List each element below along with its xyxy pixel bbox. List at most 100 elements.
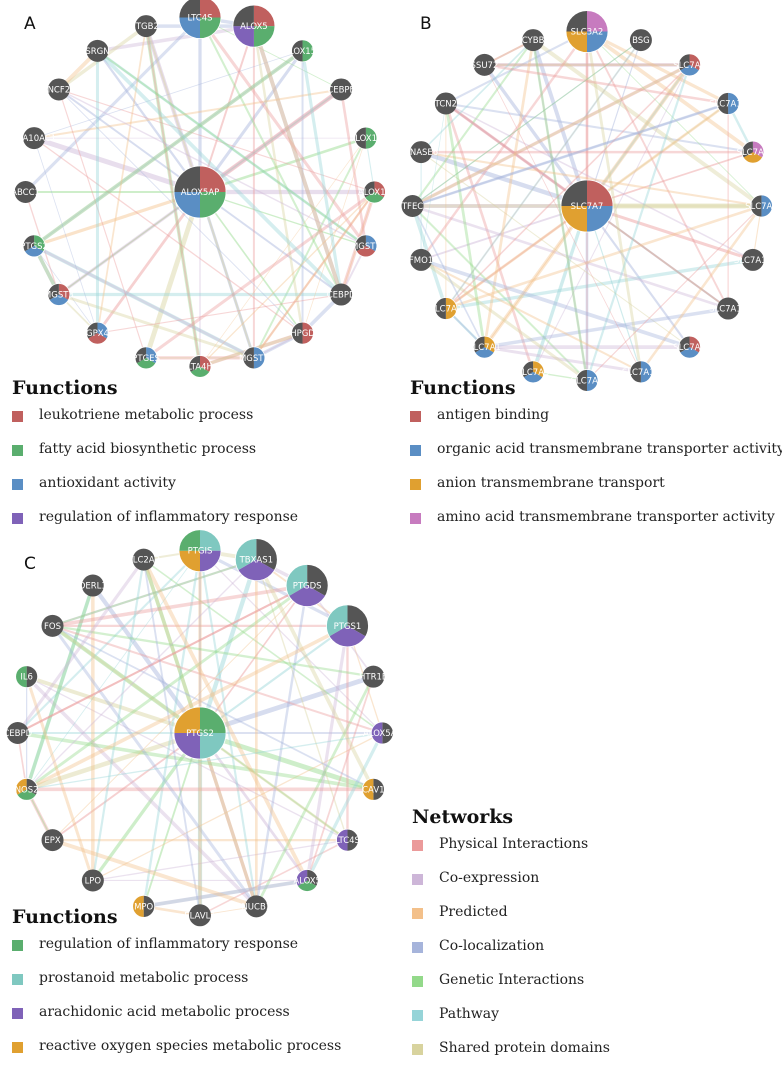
node[interactable]: ALOX5 [232, 4, 276, 48]
legend-label: arachidonic acid metabolic process [39, 1004, 290, 1020]
node[interactable]: ABCC1 [11, 181, 40, 203]
edge [96, 25, 147, 334]
node[interactable]: MGST1 [239, 346, 269, 370]
node[interactable]: SLC7A6 [745, 194, 778, 218]
node[interactable]: SLC7A5 [673, 335, 706, 359]
node[interactable]: TCN2 [434, 92, 457, 115]
legend-swatch [12, 411, 23, 422]
edge [585, 31, 643, 373]
node-slice [179, 529, 200, 551]
node-label: SLC2A3 [127, 556, 160, 566]
node[interactable]: SLC7A2 [430, 297, 463, 320]
node[interactable]: NCF2 [48, 78, 71, 101]
node[interactable]: SLC7A1 [468, 335, 501, 359]
node[interactable]: LTC4S [335, 828, 360, 852]
edge [52, 585, 308, 841]
node[interactable]: MPO [132, 894, 156, 918]
node[interactable]: PTGS2 [20, 234, 48, 258]
node[interactable]: SLC7A13 [734, 248, 772, 271]
node[interactable]: FRA10AC1 [12, 127, 56, 150]
node[interactable]: TFEC [401, 195, 424, 217]
node[interactable]: EPX [41, 829, 64, 852]
edge [25, 584, 308, 791]
node-slice [174, 192, 200, 218]
edge [305, 732, 384, 882]
node[interactable]: CAV1 [361, 777, 385, 801]
node[interactable]: PTGIS [178, 529, 222, 573]
node-label: MGST1 [239, 354, 269, 364]
node[interactable]: HPGD [290, 321, 315, 345]
legend-swatch [410, 479, 421, 490]
node[interactable]: RNASE6 [404, 141, 438, 164]
node[interactable]: DERL1 [79, 574, 107, 597]
legend-item: organic acid transmembrane transporter a… [410, 441, 782, 475]
node[interactable]: SSU72 [471, 53, 499, 76]
node[interactable]: CEBPD [3, 722, 33, 744]
node[interactable]: MGST2 [351, 234, 381, 258]
node-outline [326, 604, 369, 648]
node[interactable]: TBXAS1 [234, 538, 278, 582]
node[interactable]: ALOX15 [349, 126, 382, 150]
legend-swatch [412, 840, 423, 851]
node[interactable]: GPX4 [86, 321, 109, 345]
node-slice [136, 357, 156, 369]
node[interactable]: SLC7A4 [571, 369, 604, 392]
node[interactable]: FOS [41, 614, 64, 637]
node-hub[interactable]: SLC7A7 [560, 179, 614, 233]
node-slice [302, 39, 314, 62]
node[interactable]: IL6 [15, 665, 39, 689]
node[interactable]: LTC4S [178, 0, 222, 39]
node[interactable]: HTR1B [359, 665, 388, 688]
node[interactable]: ELAVL1 [184, 904, 216, 927]
node[interactable]: PTGDS [285, 564, 329, 607]
edge [198, 87, 343, 194]
node-hub[interactable]: ALOX5AP [173, 165, 227, 219]
node[interactable]: SLC2A3 [127, 548, 160, 571]
edge [25, 675, 258, 908]
edge [254, 558, 376, 791]
node[interactable]: ALOX5AP [363, 721, 402, 745]
node-outline [629, 360, 653, 384]
node[interactable]: LTA4H [187, 355, 213, 378]
legend-item: Physical Interactions [412, 836, 772, 870]
node-slice [629, 360, 641, 383]
node[interactable]: CYBB [522, 29, 545, 52]
node[interactable]: LPO [81, 869, 104, 892]
node[interactable]: SLC7A10 [709, 92, 747, 115]
edge [253, 137, 367, 359]
node[interactable]: MGST3 [44, 283, 74, 306]
functions-legend-a: Functions leukotriene metabolic process … [12, 377, 392, 543]
node[interactable]: FMO1 [409, 248, 433, 271]
edge [411, 63, 691, 208]
edge [142, 732, 201, 907]
node[interactable]: SLC7A8 [673, 53, 706, 77]
node[interactable]: PTGS1 [326, 604, 369, 648]
node[interactable]: SLC7A9 [737, 140, 770, 164]
edge [33, 135, 201, 195]
node[interactable]: CEBPD [327, 283, 356, 306]
node[interactable]: SLC7A11 [709, 297, 747, 320]
node[interactable]: SLC3A2 [565, 10, 609, 53]
node-slice [179, 0, 200, 18]
node[interactable]: SLC7A14 [622, 360, 660, 384]
node[interactable]: ALOX5 [293, 869, 321, 892]
node-label: HPGD [290, 329, 315, 339]
edge [51, 624, 258, 908]
node[interactable]: SRGN [85, 39, 110, 62]
node-hub[interactable]: PTGS2 [173, 706, 227, 760]
node[interactable]: ALOX12 [358, 180, 391, 204]
node-label: PTGS2 [186, 729, 214, 739]
node[interactable]: PTGES [132, 346, 160, 370]
node[interactable]: BSG [629, 29, 652, 52]
edge [58, 88, 375, 193]
node[interactable]: ALOX15B [283, 39, 322, 63]
node[interactable]: SLC7A3 [517, 360, 550, 384]
node[interactable]: NOS2 [15, 777, 39, 801]
node[interactable]: NUCB1 [241, 895, 271, 918]
node[interactable]: ITGB2 [133, 15, 159, 38]
node-circle [135, 15, 158, 38]
node[interactable]: CEBPE [327, 78, 355, 101]
edge [17, 584, 308, 734]
node-slice [87, 333, 107, 345]
node-circle [522, 29, 545, 52]
